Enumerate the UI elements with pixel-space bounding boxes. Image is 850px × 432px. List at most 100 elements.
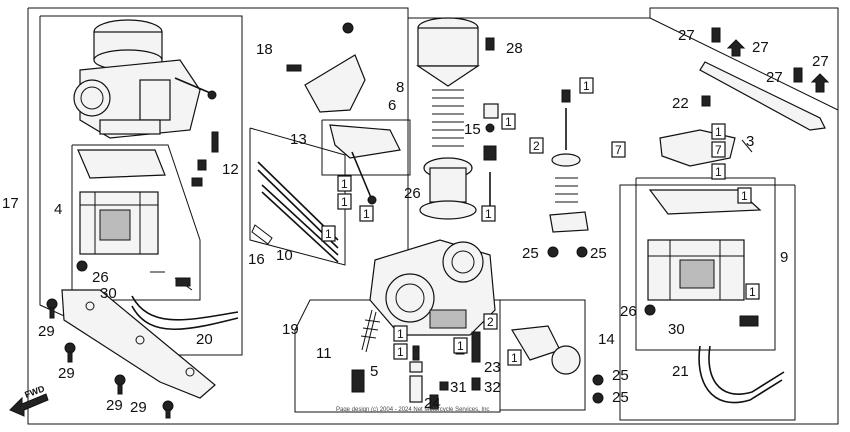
hose-20	[131, 295, 239, 321]
callout-l3: 3	[746, 133, 754, 150]
boxed-callout-b7b: 7	[711, 141, 726, 158]
callout-l20: 20	[196, 331, 213, 348]
callout-l23: 23	[484, 359, 501, 376]
boxed-callout-frame	[337, 175, 352, 192]
callout-l27c: 27	[766, 69, 783, 86]
boxed-callout-frame	[321, 225, 336, 242]
callout-l26c: 26	[620, 303, 637, 320]
callout-l9: 9	[780, 249, 788, 266]
callout-l5: 5	[370, 363, 378, 380]
boxed-callout-text: 1	[505, 115, 512, 129]
boxed-callout-b1g: 1	[579, 77, 594, 94]
outer-frame	[27, 7, 839, 425]
callout-l26b: 26	[404, 185, 421, 202]
boxed-callout-frame	[359, 205, 374, 222]
boxed-callout-frame	[507, 349, 522, 366]
callout-l18: 18	[256, 41, 273, 58]
boxed-callout-b1e: 1	[501, 113, 516, 130]
cover-3	[659, 129, 753, 167]
callout-l31: 31	[450, 379, 467, 396]
callout-l11: 11	[316, 345, 332, 362]
boxed-callout-text: 1	[749, 285, 756, 299]
boxed-callout-text: 7	[615, 143, 622, 157]
boxed-callout-text: 1	[457, 339, 464, 353]
screw-28	[485, 37, 495, 51]
callout-l32: 32	[484, 379, 501, 396]
callout-l12: 12	[222, 161, 239, 178]
callout-l14: 14	[598, 331, 615, 348]
callout-l22: 22	[672, 95, 689, 112]
boxed-callout-frame	[483, 313, 498, 330]
jet-group-box	[294, 299, 501, 413]
boxed-callout-text: 1	[363, 207, 370, 221]
left-group-border	[39, 15, 243, 356]
boxed-callout-b1d: 1	[359, 205, 374, 222]
callout-l8: 8	[396, 79, 404, 96]
boxed-callout-text: 1	[397, 327, 404, 341]
boxed-callout-b1f: 1	[481, 205, 496, 222]
callout-l30b: 30	[668, 321, 685, 338]
vacuum-chamber-8	[416, 17, 491, 220]
main-carburetor-body	[369, 239, 496, 336]
boxed-callout-frame	[393, 325, 408, 342]
callout-l29c: 29	[106, 397, 123, 414]
boxed-callout-b1j: 1	[737, 187, 752, 204]
boxed-callout-frame	[611, 141, 626, 158]
right-float-bowl-box	[635, 177, 776, 351]
boxed-callout-text: 7	[715, 143, 722, 157]
boxed-callout-b1b: 1	[337, 193, 352, 210]
callout-l19: 19	[282, 321, 299, 338]
boxed-callout-frame	[337, 193, 352, 210]
jets-5-24	[409, 331, 481, 410]
callout-l25a: 25	[522, 245, 539, 262]
screws-29	[46, 298, 174, 419]
boxed-callout-b1a: 1	[337, 175, 352, 192]
callout-l13: 13	[290, 131, 307, 148]
screw-26-left	[76, 260, 88, 272]
boxed-callout-b2: 2	[529, 137, 544, 154]
callout-l25d: 25	[612, 389, 629, 406]
boxed-callout-text: 1	[741, 189, 748, 203]
callout-l29b: 29	[58, 365, 75, 382]
accelerator-pump-box	[500, 299, 586, 411]
left-carburetor-body	[73, 19, 217, 139]
boxed-callout-text: 1	[511, 351, 518, 365]
accelerator-pump-14	[511, 325, 604, 404]
callout-l16: 16	[248, 251, 265, 268]
drain-plug	[175, 277, 191, 287]
idle-screw-11	[351, 309, 381, 393]
callout-l17: 17	[2, 195, 19, 212]
boxed-callout-b2b: 2	[483, 313, 498, 330]
boxed-callout-text: 1	[341, 177, 348, 191]
boxed-callout-b1c: 1	[321, 225, 336, 242]
boxed-callout-text: 1	[485, 207, 492, 221]
needle-jet-parts	[483, 103, 499, 161]
left-float-bowl	[77, 149, 166, 255]
linkage-box	[321, 119, 411, 176]
screw-22	[701, 95, 711, 107]
boxed-callout-frame	[529, 137, 544, 154]
callout-l27a: 27	[678, 27, 695, 44]
callout-l10: 10	[276, 247, 293, 264]
top-right-strip	[699, 27, 830, 131]
boxed-callout-b7a: 7	[611, 141, 626, 158]
boxed-callout-frame	[745, 283, 760, 300]
callout-l30a: 30	[100, 285, 117, 302]
right-group-border	[619, 184, 796, 421]
screw-25-left	[547, 246, 559, 258]
boxed-callout-frame	[579, 77, 594, 94]
boxed-callout-frame	[711, 141, 726, 158]
rod-group-box	[249, 127, 346, 266]
hose-21	[698, 345, 783, 404]
boxed-callout-frame	[393, 343, 408, 360]
callout-l21: 21	[672, 363, 689, 380]
boxed-callout-b1n: 1	[453, 337, 468, 354]
callout-l29a: 29	[38, 323, 55, 340]
boxed-callout-frame	[501, 113, 516, 130]
callout-l27b: 27	[752, 39, 769, 56]
linkage-6	[329, 124, 401, 205]
boxed-callout-frame	[737, 187, 752, 204]
